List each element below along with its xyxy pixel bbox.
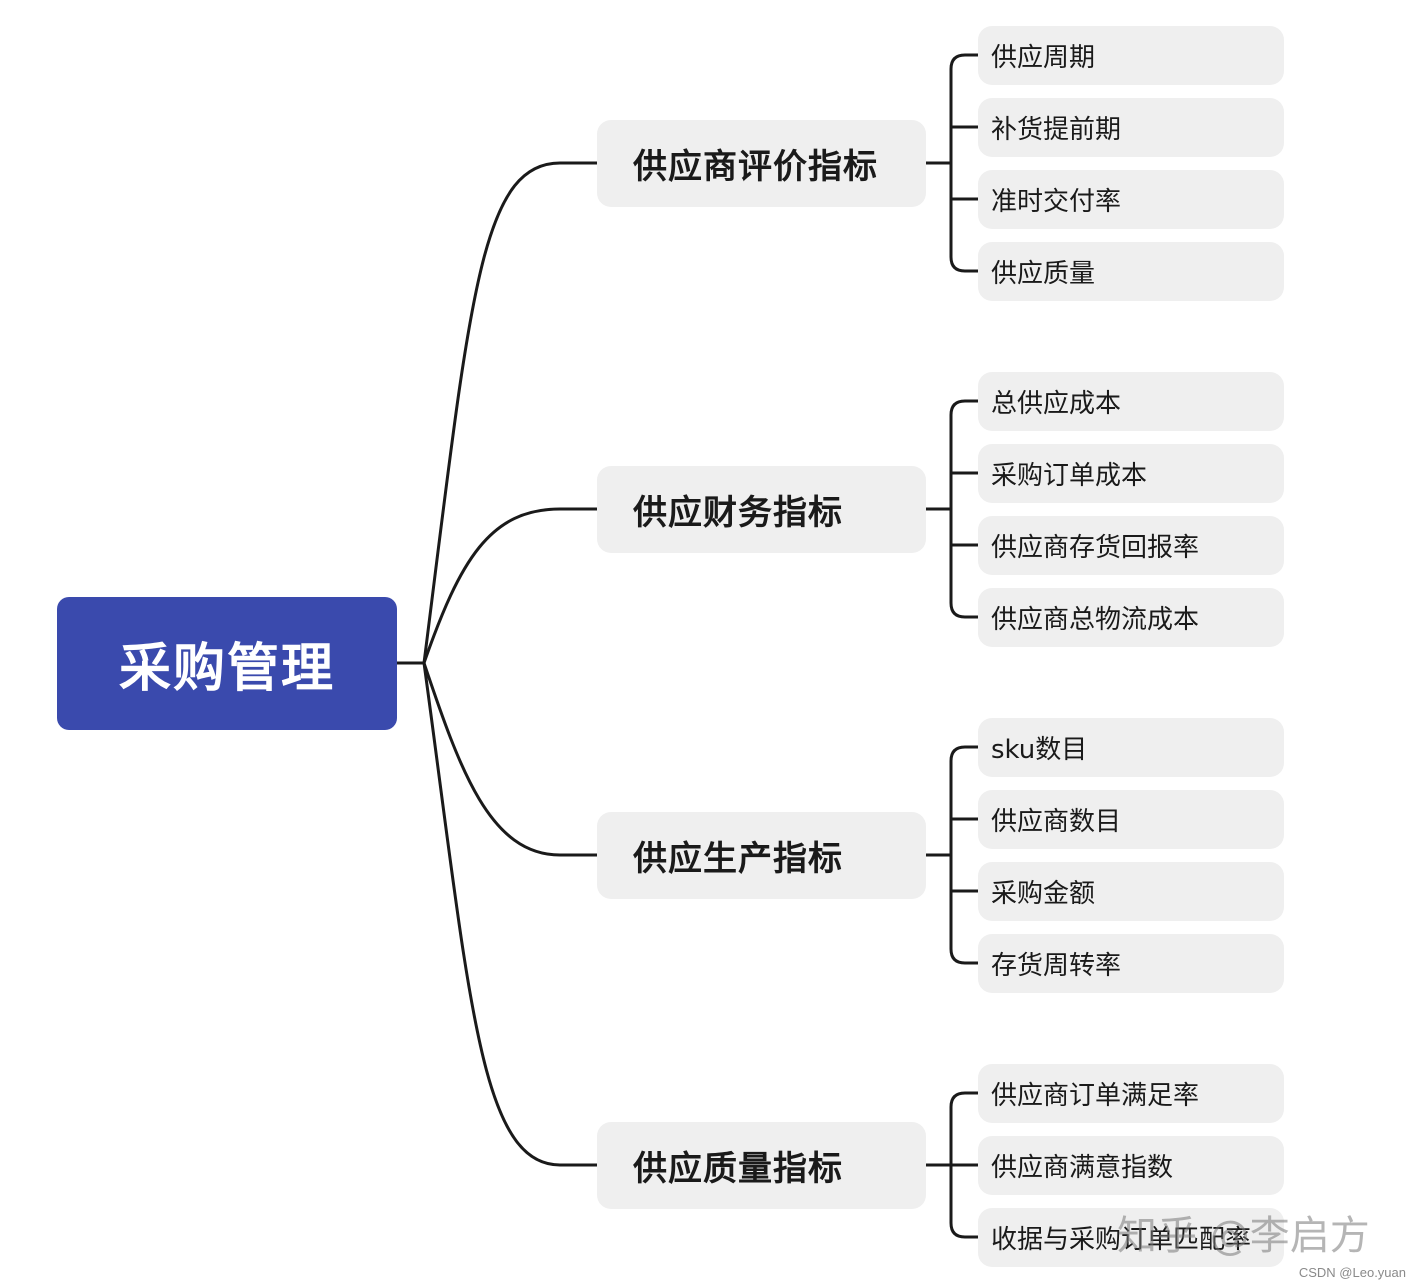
group0-bracket: [949, 53, 980, 273]
leaf-label: 供应质量: [991, 259, 1096, 289]
leaf-node[interactable]: 存货周转率: [978, 934, 1284, 993]
category-supply-quality[interactable]: 供应质量指标: [597, 1122, 926, 1209]
root-node[interactable]: 采购管理: [57, 597, 397, 730]
connector-cat-0: [422, 161, 599, 665]
leaf-label: 供应商订单满足率: [991, 1081, 1200, 1111]
root-label: 采购管理: [118, 639, 335, 699]
leaf-label: 供应周期: [991, 43, 1096, 73]
leaf-node[interactable]: 收据与采购订单匹配率: [978, 1208, 1284, 1267]
leaf-label: sku数目: [991, 735, 1088, 765]
leaf-label: 收据与采购订单匹配率: [991, 1225, 1252, 1255]
leaf-node[interactable]: 供应商订单满足率: [978, 1064, 1284, 1123]
leaf-node[interactable]: 采购订单成本: [978, 444, 1284, 503]
leaf-node[interactable]: sku数目: [978, 718, 1284, 777]
leaf-node[interactable]: 补货提前期: [978, 98, 1284, 157]
leaf-node[interactable]: 供应商数目: [978, 790, 1284, 849]
leaf-label: 存货周转率: [991, 951, 1122, 981]
leaf-label: 供应商数目: [991, 807, 1122, 837]
leaf-label: 供应商存货回报率: [991, 533, 1200, 563]
leaf-label: 供应商总物流成本: [991, 605, 1200, 635]
watermark: 知乎 @李启方: [1117, 1213, 1370, 1259]
group3-bracket: [949, 1091, 980, 1239]
leaf-node[interactable]: 供应质量: [978, 242, 1284, 301]
credit-text: CSDN @Leo.yuan: [1298, 1265, 1406, 1280]
category-label: 供应财务指标: [633, 493, 843, 533]
leaf-label: 供应商满意指数: [991, 1153, 1174, 1183]
leaf-label: 准时交付率: [991, 187, 1122, 217]
category-supplier-evaluation[interactable]: 供应商评价指标: [597, 120, 926, 207]
leaf-node[interactable]: 供应商总物流成本: [978, 588, 1284, 647]
connector-cat-3: [422, 661, 599, 1167]
leaf-label: 采购订单成本: [991, 461, 1148, 491]
leaf-node[interactable]: 供应周期: [978, 26, 1284, 85]
connector-cat-1: [422, 507, 599, 665]
leaf-node[interactable]: 总供应成本: [978, 372, 1284, 431]
leaf-node[interactable]: 供应商存货回报率: [978, 516, 1284, 575]
category-supply-production[interactable]: 供应生产指标: [597, 812, 926, 899]
leaf-label: 采购金额: [991, 879, 1096, 909]
leaf-node[interactable]: 准时交付率: [978, 170, 1284, 229]
category-label: 供应质量指标: [633, 1149, 843, 1189]
group1-bracket: [949, 399, 980, 619]
connector-cat-2: [422, 661, 599, 857]
leaf-label: 总供应成本: [991, 389, 1122, 419]
group2-bracket: [949, 745, 980, 965]
leaf-node[interactable]: 采购金额: [978, 862, 1284, 921]
category-label: 供应商评价指标: [633, 147, 878, 187]
leaf-node[interactable]: 供应商满意指数: [978, 1136, 1284, 1195]
leaf-label: 补货提前期: [991, 115, 1122, 145]
category-supply-finance[interactable]: 供应财务指标: [597, 466, 926, 553]
category-label: 供应生产指标: [633, 839, 843, 879]
